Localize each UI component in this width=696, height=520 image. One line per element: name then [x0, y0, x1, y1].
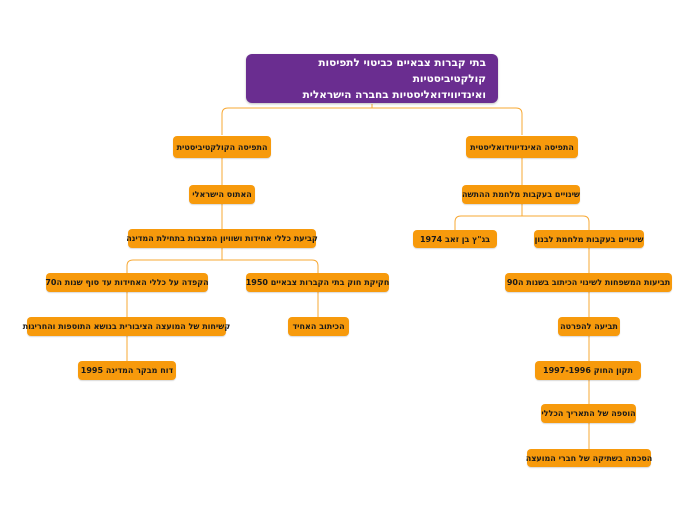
ben-zeev-node[interactable]: בג"ץ בן זאב 1974	[413, 230, 497, 248]
inscription-node[interactable]: הכיתוב האחיד	[288, 317, 349, 336]
collectivist-node[interactable]: התפיסה הקולקטיביסטית	[173, 136, 271, 158]
civil-date-node[interactable]: הוספה של התאריך הכללי	[541, 404, 636, 423]
connector-rules	[126, 248, 319, 273]
connector-root	[221, 104, 523, 135]
strict-70s-node[interactable]: הקפדה על כללי האחידות עד סוף שנות ה70	[45, 273, 209, 292]
law-1950-node[interactable]: חקיקת חוק בתי הקברות צבאיים 1950	[246, 273, 389, 292]
rules-node[interactable]: קביעת כללי אחידות ושוויון המצבות בתחילת …	[126, 229, 318, 248]
comptroller-node[interactable]: דוח מבקר המדינה 1995	[78, 361, 176, 380]
root-title-line1: בתי קברות צבאיים כביטוי לתפיסות קולקטיבי…	[318, 56, 486, 85]
individualist-node[interactable]: התפיסה האינדיווידואליסטית	[466, 136, 578, 158]
after-war-node[interactable]: שינויים בעקבות מלחמת ההתשה	[462, 185, 580, 204]
root-title-line2: ואינדיווידואליסטיות בחברה הישראלית	[302, 88, 486, 101]
root-title-node[interactable]: בתי קברות צבאיים כביטוי לתפיסות קולקטיבי…	[246, 54, 498, 103]
ethos-node[interactable]: האתוס הישראלי	[189, 185, 255, 204]
law-amendment-node[interactable]: תקון החוק 1997-1996	[535, 361, 641, 380]
connector-war	[454, 204, 590, 230]
council-rigidity-node[interactable]: קשיחות של המועצה הציבורית בנושא התוספות …	[23, 317, 230, 336]
family-demands-node[interactable]: תביעות המשפחות לשינוי הכיתוב בשנות ה90	[505, 273, 672, 292]
petition-node[interactable]: תביעה להפרטה	[558, 317, 620, 336]
council-consent-node[interactable]: הסכמה בשתיקה של חברי המועצה	[526, 449, 652, 467]
lebanon-node[interactable]: שינויים בעקבות מלחמת לבנון	[534, 230, 644, 248]
